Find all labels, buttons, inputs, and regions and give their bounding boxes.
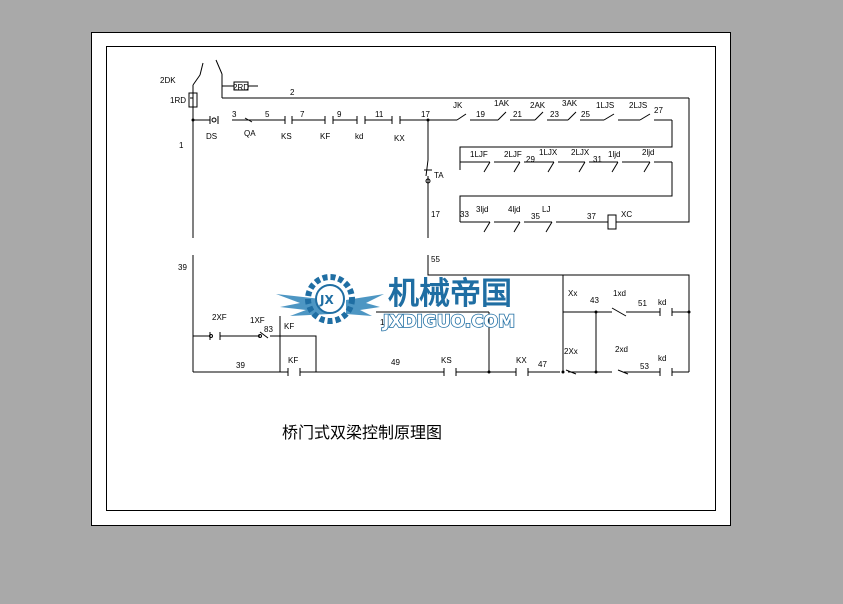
label-33: 33 [460,210,469,219]
label-kf-1: KF [320,132,330,141]
label-2rd: 2RD [233,83,249,92]
label-1xd: 1xd [613,289,626,298]
label-23: 23 [550,110,559,119]
label-17-top: 17 [421,110,430,119]
label-2xx: 2Xx [564,347,578,356]
logo-letters: JX [319,293,334,307]
gear-icon [305,274,355,324]
label-37: 37 [587,212,596,221]
circuit-wiring [188,59,690,376]
label-5: 5 [265,110,270,119]
label-kf-3: KF [288,356,298,365]
label-ds: DS [206,132,217,141]
label-7: 7 [300,110,305,119]
label-kx-2: KX [516,356,527,365]
label-31: 31 [593,155,602,164]
label-17-lower: 17 [431,210,440,219]
junction-dots [191,118,691,374]
label-2ljx: 2LJX [571,148,590,157]
label-53: 53 [640,362,649,371]
label-1rd: 1RD [170,96,186,105]
label-kd-2: kd [658,298,666,307]
label-1: 1 [179,141,184,150]
label-xc: XC [621,210,632,219]
label-83: 83 [264,325,273,334]
label-49: 49 [391,358,400,367]
label-11: 11 [375,110,384,119]
circuit-labels: 2DK 1RD 2RD 2 1 3 5 7 9 11 17 DS QA KS K… [160,76,666,371]
label-2ljd: 2ljd [642,148,654,157]
right-wing-icon [346,294,384,316]
label-51: 51 [638,299,647,308]
label-jk: JK [453,101,463,110]
label-kd-1: kd [355,132,363,141]
drawing-sheet [91,32,731,526]
label-39-bottom: 39 [236,361,245,370]
label-2xd: 2xd [615,345,628,354]
label-3: 3 [232,110,237,119]
label-2dk: 2DK [160,76,176,85]
label-3ak: 3AK [562,99,578,108]
label-2ljf: 2LJF [504,150,522,159]
label-2xf: 2XF [212,313,227,322]
label-55: 55 [431,255,440,264]
label-2ljs: 2LJS [629,101,647,110]
label-2: 2 [290,88,295,97]
label-kd-3: kd [658,354,666,363]
watermark-logo: JX 机械帝国 JXDIGUO.COM [276,274,516,333]
label-43: 43 [590,296,599,305]
label-39-left: 39 [178,263,187,272]
label-35: 35 [531,212,540,221]
drawing-frame [106,46,716,511]
label-9: 9 [337,110,342,119]
label-kx-1: KX [394,134,405,143]
label-47: 47 [538,360,547,369]
label-ks-1: KS [281,132,292,141]
label-1ljx: 1LJX [539,148,558,157]
label-xx: Xx [568,289,577,298]
label-qa: QA [244,129,256,138]
watermark-cn: 机械帝国 [388,276,512,312]
label-19: 19 [476,110,485,119]
label-1xf: 1XF [250,316,265,325]
label-21: 21 [513,110,522,119]
label-29: 29 [526,155,535,164]
label-ta: TA [434,171,444,180]
label-3ljd: 3ljd [476,205,488,214]
label-1ak: 1AK [494,99,510,108]
label-ks-2: KS [441,356,452,365]
label-25: 25 [581,110,590,119]
label-1-lower: 1 [380,318,385,327]
label-1ljs: 1LJS [596,101,614,110]
diagram-caption: 桥门式双梁控制原理图 [282,423,442,442]
label-4ljd: 4ljd [508,205,520,214]
label-1ljd: 1ljd [608,150,620,159]
label-2ak: 2AK [530,101,546,110]
watermark-en: JXDIGUO.COM [382,312,515,332]
label-1ljf: 1LJF [470,150,488,159]
label-lj: LJ [542,205,550,214]
label-27: 27 [654,106,663,115]
label-kf-2: KF [284,322,294,331]
